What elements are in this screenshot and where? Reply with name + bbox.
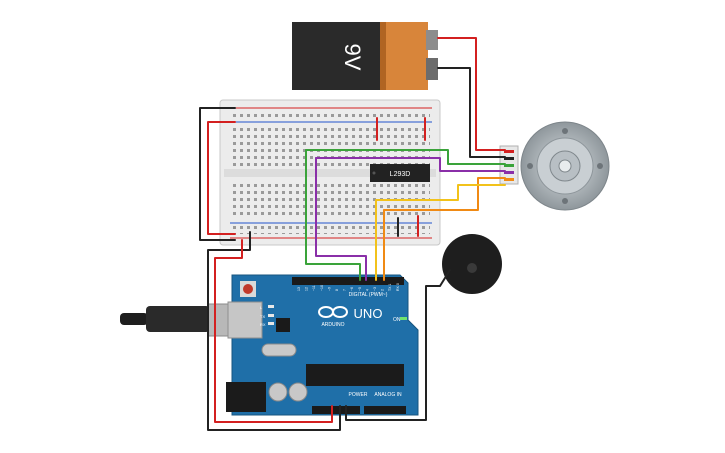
rx-label: RX (260, 322, 266, 327)
piezo-buzzer[interactable] (442, 234, 502, 294)
digital-label: DIGITAL (PWM~) (349, 292, 388, 298)
analog-header (364, 406, 406, 414)
dc-motor[interactable] (499, 121, 610, 211)
battery-terminal-bottom (426, 58, 438, 80)
digital-pin-label: 4 (365, 289, 369, 291)
breadboard-channel (224, 169, 436, 177)
wire-purple-signal[interactable] (315, 157, 506, 172)
usb-plug (146, 306, 210, 332)
digital-pin-label: ~5 (358, 287, 362, 291)
wire-buzzer[interactable] (345, 269, 451, 421)
breadboard-top-rail (232, 111, 430, 119)
digital-pin-label: RX 0 (396, 283, 400, 291)
wires (199, 37, 506, 431)
digital-pin-label: TX 1 (388, 284, 392, 291)
motor-shaft (558, 159, 572, 173)
battery-9v[interactable]: 9V (292, 22, 438, 90)
digital-pin-label: ~3 (373, 287, 377, 291)
battery-body-black (292, 22, 388, 90)
on-led (400, 317, 407, 320)
digital-pin-label: ~10 (320, 285, 324, 291)
digital-pin-label: ~11 (312, 285, 316, 291)
chip-body (370, 164, 430, 182)
wire-yellow-signal[interactable] (375, 184, 506, 201)
wire-battery-negative[interactable] (437, 67, 506, 158)
digital-pin-label: 12 (305, 287, 309, 291)
battery-terminal-top (426, 30, 438, 50)
wire-purple-to-pin[interactable] (315, 157, 367, 281)
wire-5v-arduino[interactable] (214, 239, 333, 423)
wire-rail-red-left[interactable] (207, 121, 236, 235)
digital-pin-label: 7 (343, 289, 347, 291)
model-label: UNO (354, 306, 383, 321)
power-label: POWER (349, 392, 368, 398)
analog-label: ANALOG IN (374, 392, 402, 398)
wire-green-to-pin[interactable] (305, 149, 361, 281)
wire-gnd-arduino[interactable] (207, 231, 341, 431)
motor-driver-chip[interactable]: L293D (370, 164, 430, 182)
reset-button[interactable] (243, 284, 253, 294)
digital-pin-label: 8 (335, 289, 339, 291)
board-usb-jack (227, 301, 263, 339)
digital-pin-label: ~9 (327, 287, 331, 291)
power-header (312, 406, 360, 414)
arduino-uno[interactable]: ARDUINO UNO DIGITAL (PWM~) POWER ANALOG … (226, 274, 419, 416)
tx-label: TX (260, 314, 265, 319)
digital-pin-label: ~6 (350, 287, 354, 291)
atmega-chip (306, 364, 404, 386)
digital-pin-label: 2 (381, 289, 385, 291)
chip-label: L293D (390, 171, 411, 178)
digital-pin-label: 13 (297, 287, 301, 291)
breadboard-bottom-rail (232, 226, 430, 234)
wire-green-signal[interactable] (305, 149, 506, 165)
power-jack (226, 382, 266, 412)
brand-label: ARDUINO (321, 322, 344, 328)
breadboard-top-strip (232, 128, 430, 166)
wire-rail-black-left[interactable] (199, 107, 236, 241)
arduino-logo (318, 306, 348, 318)
wire-orange-signal[interactable] (383, 177, 506, 211)
l-label: L (260, 305, 263, 310)
battery-label: 9V (340, 44, 365, 71)
digital-header (292, 277, 404, 285)
wire-battery-positive[interactable] (437, 37, 506, 151)
on-label: ON (393, 317, 401, 323)
battery-body-orange (382, 22, 428, 90)
